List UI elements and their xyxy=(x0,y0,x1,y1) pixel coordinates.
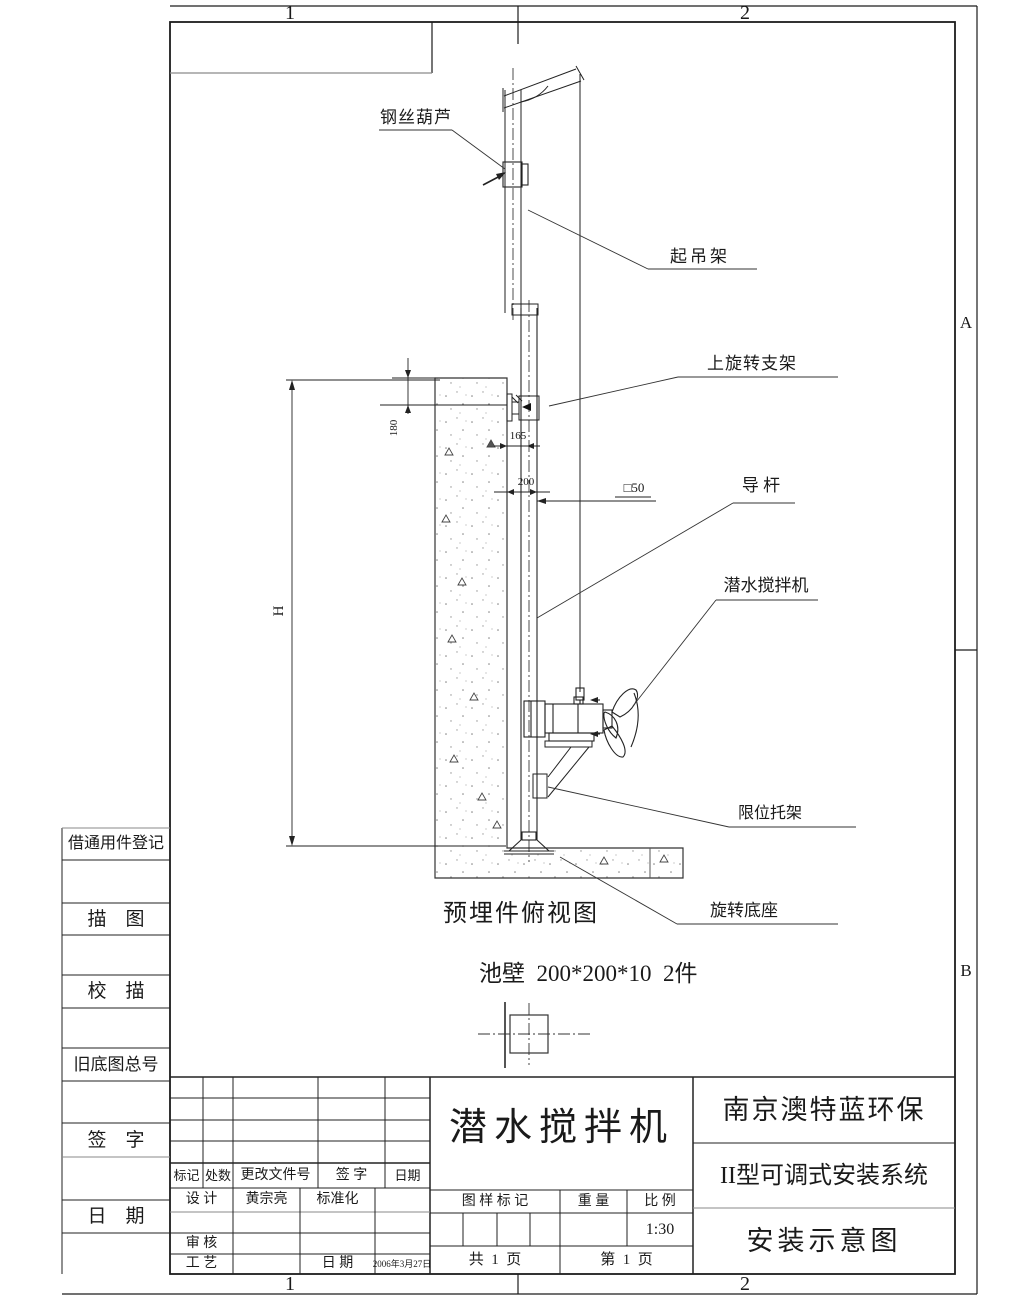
dim-H: H xyxy=(270,605,287,617)
submersible-mixer xyxy=(523,688,639,758)
tb-drawing-title: 安装示意图 xyxy=(746,1225,902,1256)
lifting-frame xyxy=(502,65,585,322)
callout-lifting-frame: 起吊架 xyxy=(670,246,730,266)
tb-company-name: 南京澳特蓝环保 xyxy=(722,1094,926,1125)
wire-hoist xyxy=(482,74,585,704)
side-label-borrow-record: 借通用件登记 xyxy=(67,835,164,852)
propeller xyxy=(603,688,639,758)
tb-design-label: 设 计 xyxy=(185,1192,218,1207)
dim-180: 180 xyxy=(387,419,400,437)
tb-system-model: II型可调式安装系统 xyxy=(720,1162,928,1189)
callout-upper-rotating-bracket: 上旋转支架 xyxy=(707,353,797,373)
view-title-embedded-plate: 预埋件俯视图 xyxy=(443,901,599,927)
dim-165: 165 xyxy=(509,429,527,442)
callout-rotating-base: 旋转底座 xyxy=(710,900,778,920)
pool-wall xyxy=(434,377,684,879)
zone-letter-B: B xyxy=(960,960,972,980)
tb-header-signature: 签 字 xyxy=(335,1167,368,1183)
tb-header-mark: 标记 xyxy=(173,1168,200,1183)
tb-date-value: 2006年3月27日 xyxy=(372,1258,432,1269)
side-column-grid xyxy=(61,827,170,1274)
zone-number-top-1: 1 xyxy=(285,2,295,24)
rotating-base xyxy=(504,831,554,855)
tb-scale-value: 1:30 xyxy=(645,1220,675,1238)
sheet-frame xyxy=(62,5,978,1295)
tb-pages-total: 共 1 页 xyxy=(468,1251,522,1268)
guide-rod xyxy=(520,300,538,862)
callout-limit-bracket: 限位托架 xyxy=(737,805,802,822)
callout-guide-rod: 导 杆 xyxy=(741,475,781,495)
side-label-check-tracing: 校 描 xyxy=(87,980,145,1002)
tb-header-scale: 比 例 xyxy=(644,1193,676,1209)
side-label-date: 日 期 xyxy=(87,1205,145,1227)
tb-header-drawing-mark: 图 样 标 记 xyxy=(461,1193,529,1209)
side-label-old-drawing-no: 旧底图总号 xyxy=(73,1054,159,1074)
dim-200: 200 xyxy=(517,475,535,488)
tb-designer-name: 黄宗亮 xyxy=(245,1192,288,1207)
tb-standardization-label: 标准化 xyxy=(316,1192,359,1207)
tb-date-label: 日 期 xyxy=(321,1256,354,1271)
tb-header-date: 日期 xyxy=(394,1168,421,1183)
tb-header-change-doc: 更改文件号 xyxy=(240,1167,311,1183)
dimension-lines xyxy=(286,358,656,847)
zone-number-bottom-1: 1 xyxy=(285,1273,295,1295)
leader-lines xyxy=(379,129,856,925)
upper-rotating-bracket xyxy=(506,393,540,422)
side-label-tracing: 描 图 xyxy=(87,908,145,930)
tb-audit-label: 审 核 xyxy=(185,1235,218,1251)
tb-header-weight: 重 量 xyxy=(577,1193,610,1209)
zone-letter-A: A xyxy=(959,312,973,332)
tb-process-label: 工 艺 xyxy=(185,1256,218,1271)
tb-part-name: 潜水搅拌机 xyxy=(448,1107,674,1149)
zone-number-bottom-2: 2 xyxy=(740,1273,750,1295)
dim-square-50: □50 xyxy=(623,479,645,495)
callout-wire-hoist: 钢丝葫芦 xyxy=(380,107,452,127)
callout-submersible-mixer: 潜水搅拌机 xyxy=(723,575,809,595)
zone-number-top-2: 2 xyxy=(740,2,750,24)
limit-bracket xyxy=(532,740,593,799)
note-wall-spec: 池壁 200*200*10 2件 xyxy=(479,960,698,986)
tb-pages-current: 第 1 页 xyxy=(600,1251,653,1268)
side-label-signature: 签 字 xyxy=(87,1129,145,1151)
embedded-plate-detail xyxy=(478,1002,592,1068)
title-block-grid xyxy=(170,1076,955,1274)
tb-header-count: 处数 xyxy=(204,1168,231,1183)
